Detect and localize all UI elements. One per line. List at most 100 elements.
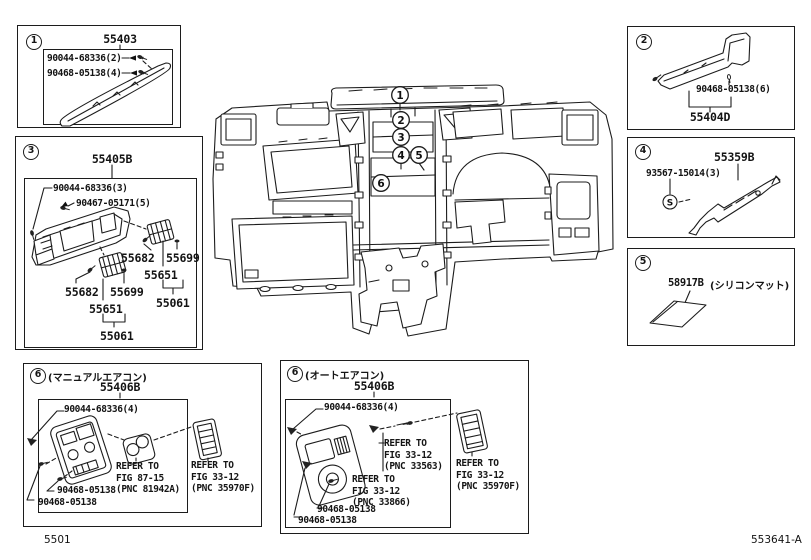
- arrow-icon: [61, 201, 68, 208]
- box3-right-55682: 55682: [121, 251, 155, 265]
- part-number-55405B: 55405B: [91, 152, 133, 166]
- side-vent-drawing: [456, 409, 488, 454]
- instrument-panel-illustration: 1 2 3 4 5 6: [212, 84, 614, 337]
- page-number: 5501: [44, 534, 71, 546]
- box3-callout-badge: 3: [23, 144, 39, 160]
- box3-part-a: 90044-68336(3): [53, 183, 128, 194]
- box2-part-a: 90468-05138(6): [696, 84, 771, 95]
- box6a-part-b: 90468-05138: [57, 485, 116, 496]
- box4-part-a: 93567-15014(3): [646, 168, 721, 179]
- callout-4: 4: [397, 150, 404, 162]
- box3-left-55651: 55651: [89, 302, 123, 316]
- reinforcement-brace-drawing: [688, 176, 781, 236]
- callout-5: 5: [415, 150, 422, 162]
- clip-pin-icon: [121, 268, 127, 276]
- section-box-3: 3 55405B 90044-68336(3) 90467-05171(5) 5…: [15, 136, 203, 350]
- box3-left-55061: 55061: [100, 329, 134, 343]
- clip-icon: [27, 438, 37, 446]
- box3-left-55699: 55699: [110, 285, 144, 299]
- part-number-55359B: 55359B: [714, 150, 755, 164]
- refer-line: FIG 33-12: [352, 485, 400, 497]
- box6b-part-a: 90044-68336(4): [324, 402, 399, 413]
- box6b-art: [287, 391, 488, 518]
- box3-part-b: 90467-05171(5): [76, 198, 151, 209]
- screw-icon: [87, 265, 96, 273]
- box6b-callout-badge: 6: [287, 366, 303, 382]
- arrow-icon: [129, 55, 136, 61]
- figure-number: 553641-A: [751, 534, 802, 546]
- box6a-inner-frame: [38, 399, 188, 513]
- refer-line: REFER TO: [191, 460, 234, 471]
- vent-register-drawing: [98, 252, 127, 278]
- box6b-refer-center: REFER TO FIG 33-12 (PNC 33866): [352, 474, 411, 509]
- box6b-variant-label: (オートエアコン): [305, 371, 385, 382]
- refer-line: (PNC 35970F): [456, 481, 520, 492]
- section-box-6-manual: 6 (マニュアルエアコン) 55406B 90044-68336(4) REFE…: [23, 363, 262, 527]
- glovebox-arch: [452, 152, 552, 195]
- diagram-callouts: 1 2 3 4 5 6: [372, 86, 428, 192]
- box6a-refer-right: REFER TO FIG 33-12 (PNC 35970F): [191, 460, 255, 495]
- callout-3: 3: [397, 132, 404, 144]
- screw-icon: [726, 74, 732, 83]
- clip-pin-icon: [174, 239, 180, 247]
- box4-art: S: [662, 163, 781, 236]
- part-number-55406B-auto: 55406B: [353, 379, 395, 393]
- refer-line: (PNC 35970F): [191, 483, 255, 494]
- refer-line: FIG 87-15: [116, 472, 164, 484]
- box3-art: [30, 164, 184, 328]
- screw-icon: [328, 478, 338, 483]
- screw-icon: [38, 461, 48, 466]
- box1-part-b: 90468-05138(4): [47, 68, 122, 79]
- part-number-55406B-manual: 55406B: [99, 380, 141, 394]
- clip-icon: [302, 461, 312, 469]
- box2-art: [652, 32, 751, 113]
- box6a-variant-label: (マニュアルエアコン): [48, 373, 147, 384]
- section-box-2: 2 90468-05138(6) 55404D: [627, 26, 795, 130]
- box6b-part-b: 90468-05138: [317, 504, 376, 515]
- screw-icon: [30, 230, 35, 240]
- arrow-icon: [130, 70, 137, 76]
- box3-inner-frame: [24, 178, 197, 348]
- silicon-mat-drawing: [649, 300, 707, 328]
- section-box-6-auto: 6 (オートエアコン) 55406B 90044-68336(4) REFER …: [280, 360, 529, 534]
- refer-line: FIG 33-12: [456, 469, 504, 481]
- dash-body: [212, 84, 614, 337]
- box1-inner-frame: [43, 49, 173, 125]
- hvac-control-panel-drawing: [50, 415, 112, 485]
- box3-right-55699: 55699: [166, 251, 200, 265]
- box1-part-a: 90044-68336(2): [47, 53, 122, 64]
- auto-ac-panel-drawing: [295, 424, 366, 506]
- section-box-5: 5 58917B (シリコンマット): [627, 248, 795, 346]
- screw-icon: [57, 476, 67, 481]
- upper-tray: [276, 107, 330, 126]
- box6b-inner-frame: [285, 399, 451, 528]
- box5-art: [649, 290, 707, 328]
- box3-left-55682: 55682: [65, 285, 99, 299]
- refer-line: (PNC 33563): [384, 461, 443, 472]
- part-number-58917B: 58917B: [668, 277, 704, 289]
- box6a-callout-badge: 6: [30, 368, 46, 384]
- refer-line: REFER TO: [116, 461, 159, 472]
- box6a-part-a: 90044-68336(4): [64, 404, 139, 415]
- refer-line: FIG 33-12: [384, 449, 432, 461]
- section-box-1: 1 55403 90044-68336(2) 90468-05138(4): [17, 25, 181, 128]
- box1-callout-badge: 1: [26, 34, 42, 50]
- refer-line: REFER TO: [384, 438, 427, 449]
- part-number-55404D: 55404D: [689, 110, 731, 124]
- box6a-refer-center: REFER TO FIG 87-15 (PNC 81942A): [116, 461, 180, 496]
- box6b-refer-top: REFER TO FIG 33-12 (PNC 33563): [384, 438, 443, 473]
- box5-note-silicon-mat: (シリコンマット): [710, 281, 790, 292]
- part-number-55403: 55403: [103, 32, 137, 46]
- knob-bezel-drawing: [122, 433, 156, 465]
- s-symbol: S: [667, 199, 673, 209]
- box4-callout-badge: 4: [635, 144, 651, 160]
- box6b-part-c: 90468-05138: [298, 515, 357, 526]
- box3-right-55061: 55061: [156, 296, 190, 310]
- section-box-4: 4 55359B 93567-15014(3) S: [627, 137, 795, 238]
- box2-callout-badge: 2: [636, 34, 652, 50]
- refer-line: REFER TO: [456, 458, 499, 469]
- refer-line: (PNC 81942A): [116, 484, 180, 495]
- clip-icon: [369, 425, 379, 433]
- callout-1: 1: [396, 90, 403, 102]
